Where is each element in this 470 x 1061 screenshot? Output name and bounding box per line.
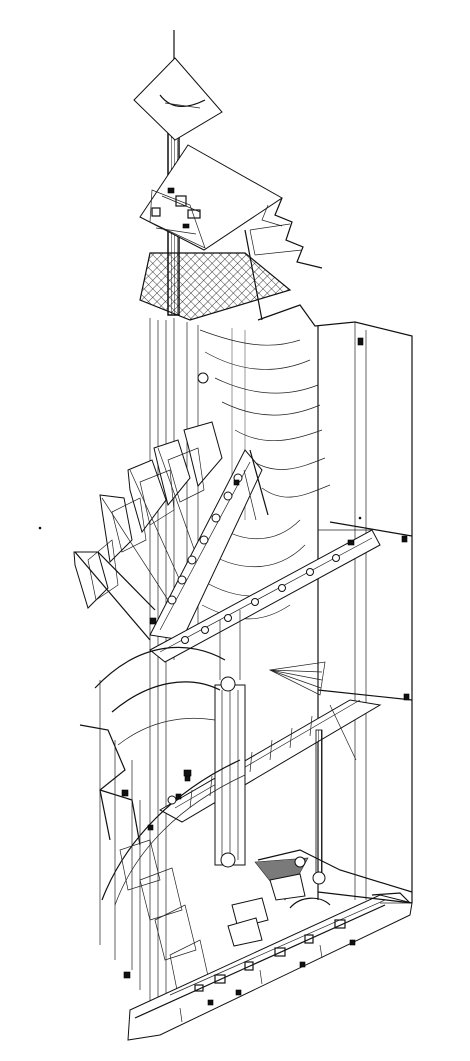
upper-floor-plate [139, 144, 283, 251]
lower-fins [79, 646, 246, 996]
roof-diamond [133, 57, 223, 141]
hatched-plate [139, 229, 292, 321]
slab-edges [257, 849, 413, 904]
folded-fins [73, 421, 223, 641]
fan-light [268, 661, 326, 696]
ground-details [227, 856, 331, 947]
vertical-core [214, 676, 326, 885]
ground-floor-plan [127, 892, 413, 1041]
gallery-arm-middle [149, 521, 413, 680]
stepped-slabs [249, 197, 323, 269]
stray-marks [38, 516, 362, 530]
